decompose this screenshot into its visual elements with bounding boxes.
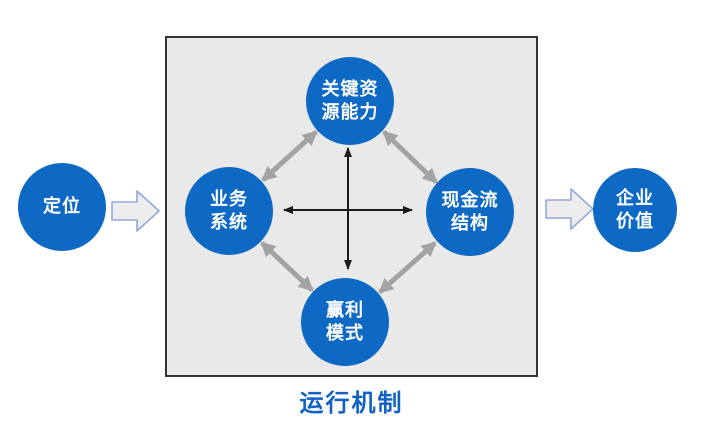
node-positioning: 定位 — [18, 163, 106, 251]
flow-arrow-right-icon — [545, 188, 594, 230]
node-key-resources: 关键资 源能力 — [306, 57, 394, 145]
double-arrow-business-profit — [260, 241, 314, 292]
mechanism-label: 运行机制 — [299, 390, 404, 417]
flow-arrow-left-icon — [111, 190, 160, 232]
double-arrow-profit-cashflow — [378, 241, 437, 294]
node-cash-flow-label: 现金流 结构 — [441, 189, 499, 233]
double-arrow-business-keyresources — [261, 130, 318, 182]
node-business-system: 业务 系统 — [185, 167, 273, 255]
node-positioning-label: 定位 — [43, 196, 81, 217]
node-profit-model: 赢利 模式 — [301, 278, 389, 366]
node-enterprise-value: 企业 价值 — [593, 168, 677, 252]
node-key-resources-label: 关键资 源能力 — [321, 78, 379, 122]
node-enterprise-value-label: 企业 价值 — [616, 187, 654, 231]
node-cash-flow: 现金流 结构 — [426, 168, 514, 256]
double-arrow-keyresources-cashflow — [382, 130, 438, 184]
node-business-system-label: 业务 系统 — [210, 188, 248, 232]
node-profit-model-label: 赢利 模式 — [326, 299, 364, 343]
